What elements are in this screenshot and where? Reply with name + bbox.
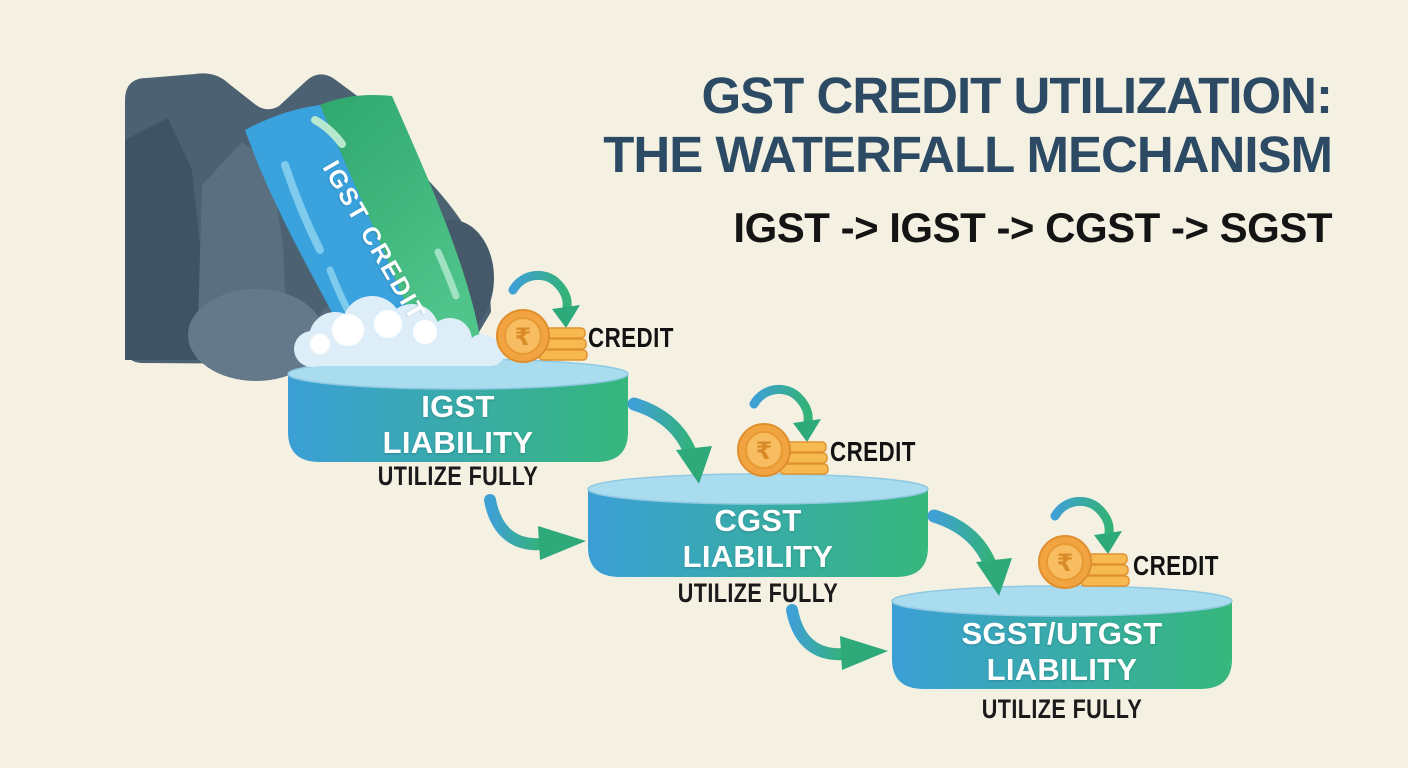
page-title-line1: GST CREDIT UTILIZATION: [701, 67, 1334, 124]
credit-coin-igst [497, 275, 587, 362]
arrow-igst-to-cgst-drop-head [676, 446, 712, 484]
pool-sgst-label: SGST/UTGST LIABILITY [892, 616, 1232, 688]
pool-igst-label: IGST LIABILITY [288, 389, 628, 461]
pool-igst-label-line1: IGST [421, 389, 495, 424]
page-header: GST CREDIT UTILIZATION: THE WATERFALL ME… [412, 66, 1334, 252]
page-title-line2: THE WATERFALL MECHANISM [603, 126, 1333, 183]
arrow-utilize1-to-cgst-head [538, 526, 586, 560]
pool-cgst-label: CGST LIABILITY [588, 503, 928, 575]
arrow-utilize2-to-sgst-head [840, 636, 888, 670]
rock-boulder-light [188, 289, 324, 381]
credit-coin-sgst [1039, 501, 1129, 588]
pool-cgst-label-line1: CGST [714, 503, 802, 538]
credit-label-cgst: CREDIT [830, 436, 916, 467]
waterfall-green-stream [320, 95, 480, 340]
waterfall-foam [294, 296, 505, 367]
pool-igst-label-line2: LIABILITY [382, 425, 534, 460]
waterfall-illustration [125, 73, 494, 388]
pool-sgst-note: UTILIZE FULLY [981, 694, 1143, 724]
pool-igst-note: UTILIZE FULLY [377, 461, 539, 491]
pool-sgst-label-line1: SGST/UTGST [961, 616, 1163, 651]
arrow-cgst-to-sgst-drop-head [976, 558, 1012, 596]
pool-cgst-note: UTILIZE FULLY [677, 578, 839, 608]
flow-sequence: IGST -> IGST -> CGST -> SGST [733, 204, 1332, 251]
pool-sgst-label-line2: LIABILITY [986, 652, 1138, 687]
cascade-arrows [484, 397, 1012, 670]
arrow-utilize2-to-sgst [786, 604, 850, 661]
credit-label-igst: CREDIT [588, 322, 674, 353]
credit-coin-cgst [738, 389, 828, 476]
pool-cgst-label-line2: LIABILITY [682, 539, 834, 574]
rock-shadow-patch [125, 118, 202, 360]
credit-label-sgst: CREDIT [1133, 550, 1219, 581]
arrow-utilize1-to-cgst [484, 494, 548, 551]
